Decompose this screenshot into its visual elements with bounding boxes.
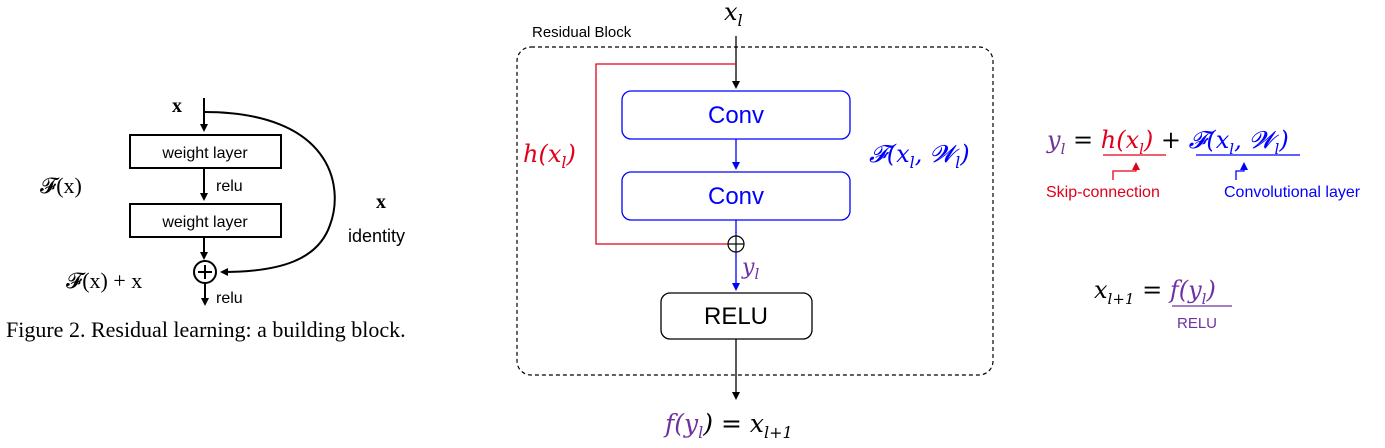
left-figure: x weight layer relu weight layer 𝓕(x) x … (6, 95, 406, 342)
skip-connection-label: Skip-connection (1046, 184, 1160, 201)
identity-curve (203, 111, 336, 276)
skip-h-label: h(xl) (523, 140, 576, 172)
weight-layer-box-2 (129, 203, 282, 238)
right-panel: yl = h(xl) + 𝓕(xl, 𝓦l) Skip-connection C… (1046, 126, 1361, 332)
middle-figure: xl Residual Block Conv Conv yl RELU h(xl… (516, 0, 994, 442)
residual-block-frame (516, 46, 994, 376)
figure-caption: Figure 2. Residual learning: a building … (6, 317, 406, 342)
convolutional-layer-label: Convolutional layer (1224, 184, 1361, 201)
weight-layer-label-1: weight layer (161, 145, 248, 162)
conv-label-2: Conv (708, 183, 764, 210)
relu-box-label: RELU (704, 303, 768, 330)
equation-yl: yl = h(xl) + 𝓕(xl, 𝓦l) (1046, 126, 1289, 158)
identity-x-label: x (376, 191, 386, 213)
identity-label: identity (348, 226, 405, 246)
middle-input-label: xl (724, 0, 743, 30)
fx-label: 𝓕(x) (40, 173, 82, 198)
conv-label-1: Conv (708, 102, 764, 129)
output-equation: f(yl) = xl+1 (663, 409, 793, 442)
y-label: yl (741, 255, 759, 283)
relu-middle-label: relu (216, 178, 243, 195)
equation-xl1: xl+1 = f(yl) (1094, 276, 1216, 308)
weight-layer-box-1 (129, 134, 282, 169)
relu-right-label: RELU (1177, 315, 1217, 332)
skip-pointer (1112, 162, 1140, 180)
residual-function-label: 𝓕(xl, 𝓦l) (869, 140, 970, 172)
left-input-label: x (172, 95, 182, 117)
skip-connection-path (595, 63, 736, 245)
sum-label: 𝓕(x) + x (66, 268, 142, 293)
relu-bottom-label: relu (216, 290, 243, 307)
residual-block-title: Residual Block (532, 24, 632, 41)
weight-layer-label-2: weight layer (161, 214, 248, 231)
conv-pointer (1235, 162, 1248, 180)
